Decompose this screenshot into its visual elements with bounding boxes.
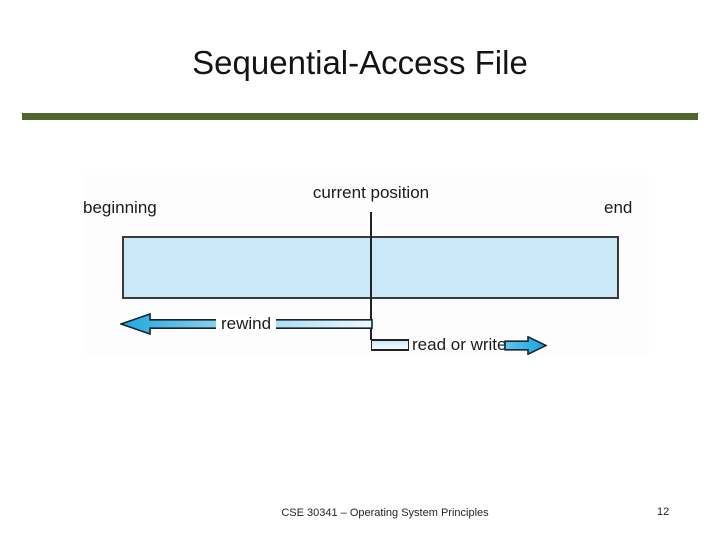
end-label: end [604, 198, 633, 217]
footer-course-text: CSE 30341 – Operating System Principles [281, 507, 489, 519]
slide-title: Sequential-Access File [192, 44, 528, 81]
rewind-label: rewind [215, 314, 277, 334]
beginning-label: beginning [83, 198, 157, 217]
read-write-right-arrow-icon [504, 336, 547, 355]
read-or-write-label: read or write [412, 335, 507, 354]
slide-page-number: 12 [657, 506, 670, 518]
current-position-marker-line [370, 212, 372, 340]
read-write-position-bar [371, 339, 409, 351]
title-divider-bar [22, 113, 698, 120]
current-position-label: current position [312, 183, 430, 202]
